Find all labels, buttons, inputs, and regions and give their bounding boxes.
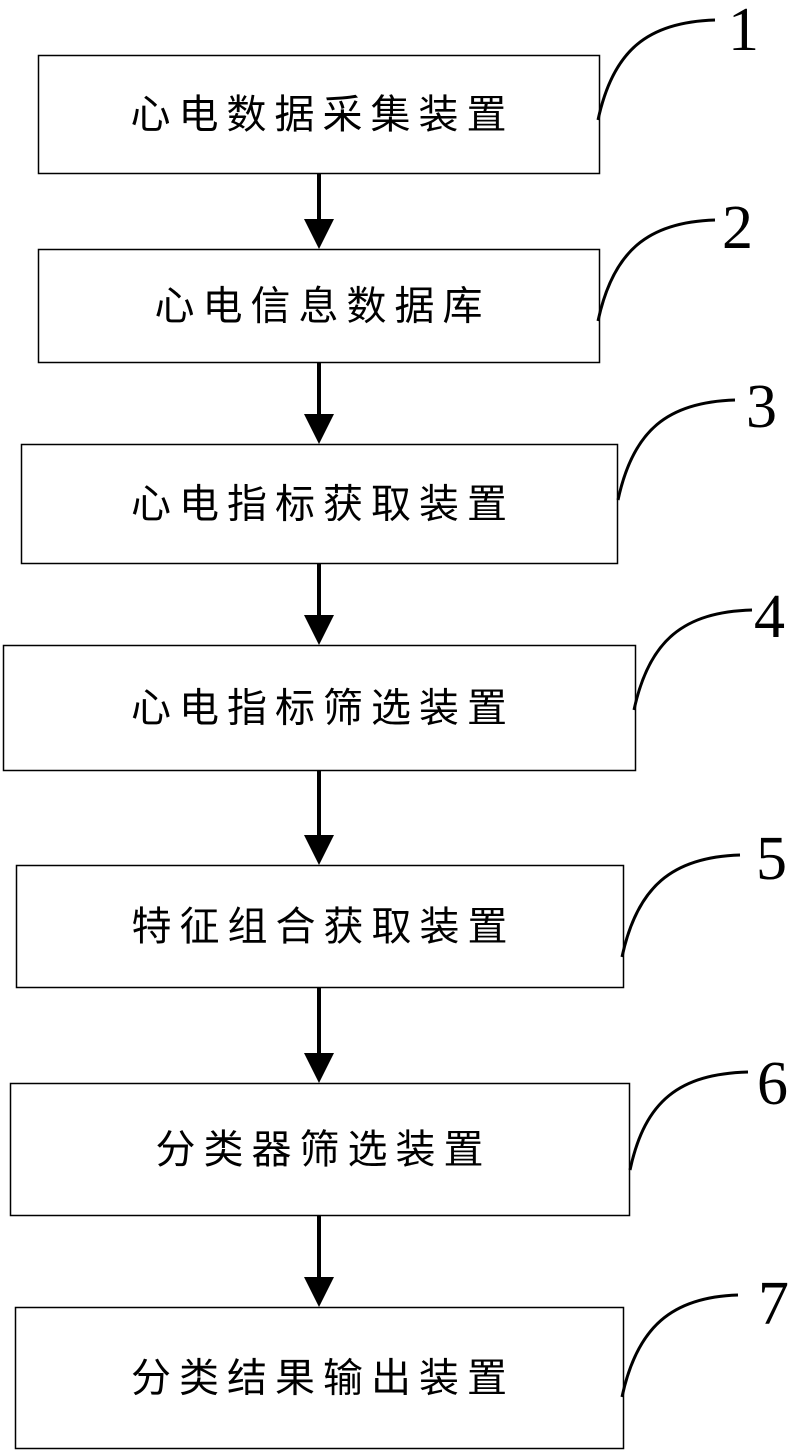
boxes-layer: 心电数据采集装置心电信息数据库心电指标获取装置心电指标筛选装置特征组合获取装置分… — [2, 54, 637, 1450]
step-label: 心电指标筛选装置 — [131, 686, 515, 732]
reference-number: 1 — [728, 0, 759, 64]
step-box — [37, 54, 601, 175]
reference-leader-line — [616, 398, 736, 501]
step-box — [15, 864, 625, 989]
reference-number: 3 — [746, 373, 777, 441]
flow-arrow — [304, 174, 334, 249]
step-label: 心电指标获取装置 — [131, 482, 515, 528]
flow-step-4: 心电指标筛选装置 — [2, 644, 637, 772]
step-label: 分类器筛选装置 — [156, 1127, 492, 1173]
flow-arrow — [304, 1216, 334, 1307]
flow-step-1: 心电数据采集装置 — [37, 54, 601, 175]
reference-leader-line — [632, 608, 753, 711]
reference-number: 2 — [722, 194, 753, 262]
flow-arrow — [304, 988, 334, 1083]
step-label: 心电信息数据库 — [155, 284, 491, 330]
reference-number: 5 — [756, 825, 787, 893]
edges-layer — [304, 174, 334, 1307]
arrow-head-icon — [304, 414, 334, 444]
reference-number: 6 — [757, 1050, 788, 1118]
step-box — [9, 1082, 631, 1217]
flow-step-6: 分类器筛选装置 — [9, 1082, 631, 1217]
reference-leaders-layer: 1 2 3 4 5 6 7 — [596, 0, 789, 1398]
flow-step-5: 特征组合获取装置 — [15, 864, 625, 989]
step-box — [37, 248, 601, 364]
arrow-head-icon — [304, 835, 334, 865]
flow-arrow — [304, 363, 334, 444]
flow-step-3: 心电指标获取装置 — [20, 443, 619, 565]
reference-leader-line — [596, 18, 716, 121]
flow-step-2: 心电信息数据库 — [37, 248, 601, 364]
step-label: 心电数据采集装置 — [131, 92, 515, 138]
reference-number: 7 — [758, 1270, 789, 1338]
arrow-head-icon — [304, 1277, 334, 1307]
reference-number: 4 — [754, 583, 785, 651]
step-box — [20, 443, 619, 565]
reference-leader-line — [628, 1070, 749, 1171]
reference-leader-line — [620, 1293, 739, 1398]
flow-step-7: 分类结果输出装置 — [14, 1306, 625, 1450]
step-label: 特征组合获取装置 — [132, 904, 516, 950]
arrow-head-icon — [304, 615, 334, 645]
reference-leader-line — [596, 218, 716, 322]
step-box — [14, 1306, 625, 1450]
reference-leader-line — [620, 853, 741, 958]
flow-arrow — [304, 564, 334, 645]
step-label: 分类结果输出装置 — [131, 1356, 515, 1402]
arrow-head-icon — [304, 219, 334, 249]
step-box — [2, 644, 637, 772]
flow-arrow — [304, 771, 334, 865]
arrow-head-icon — [304, 1053, 334, 1083]
